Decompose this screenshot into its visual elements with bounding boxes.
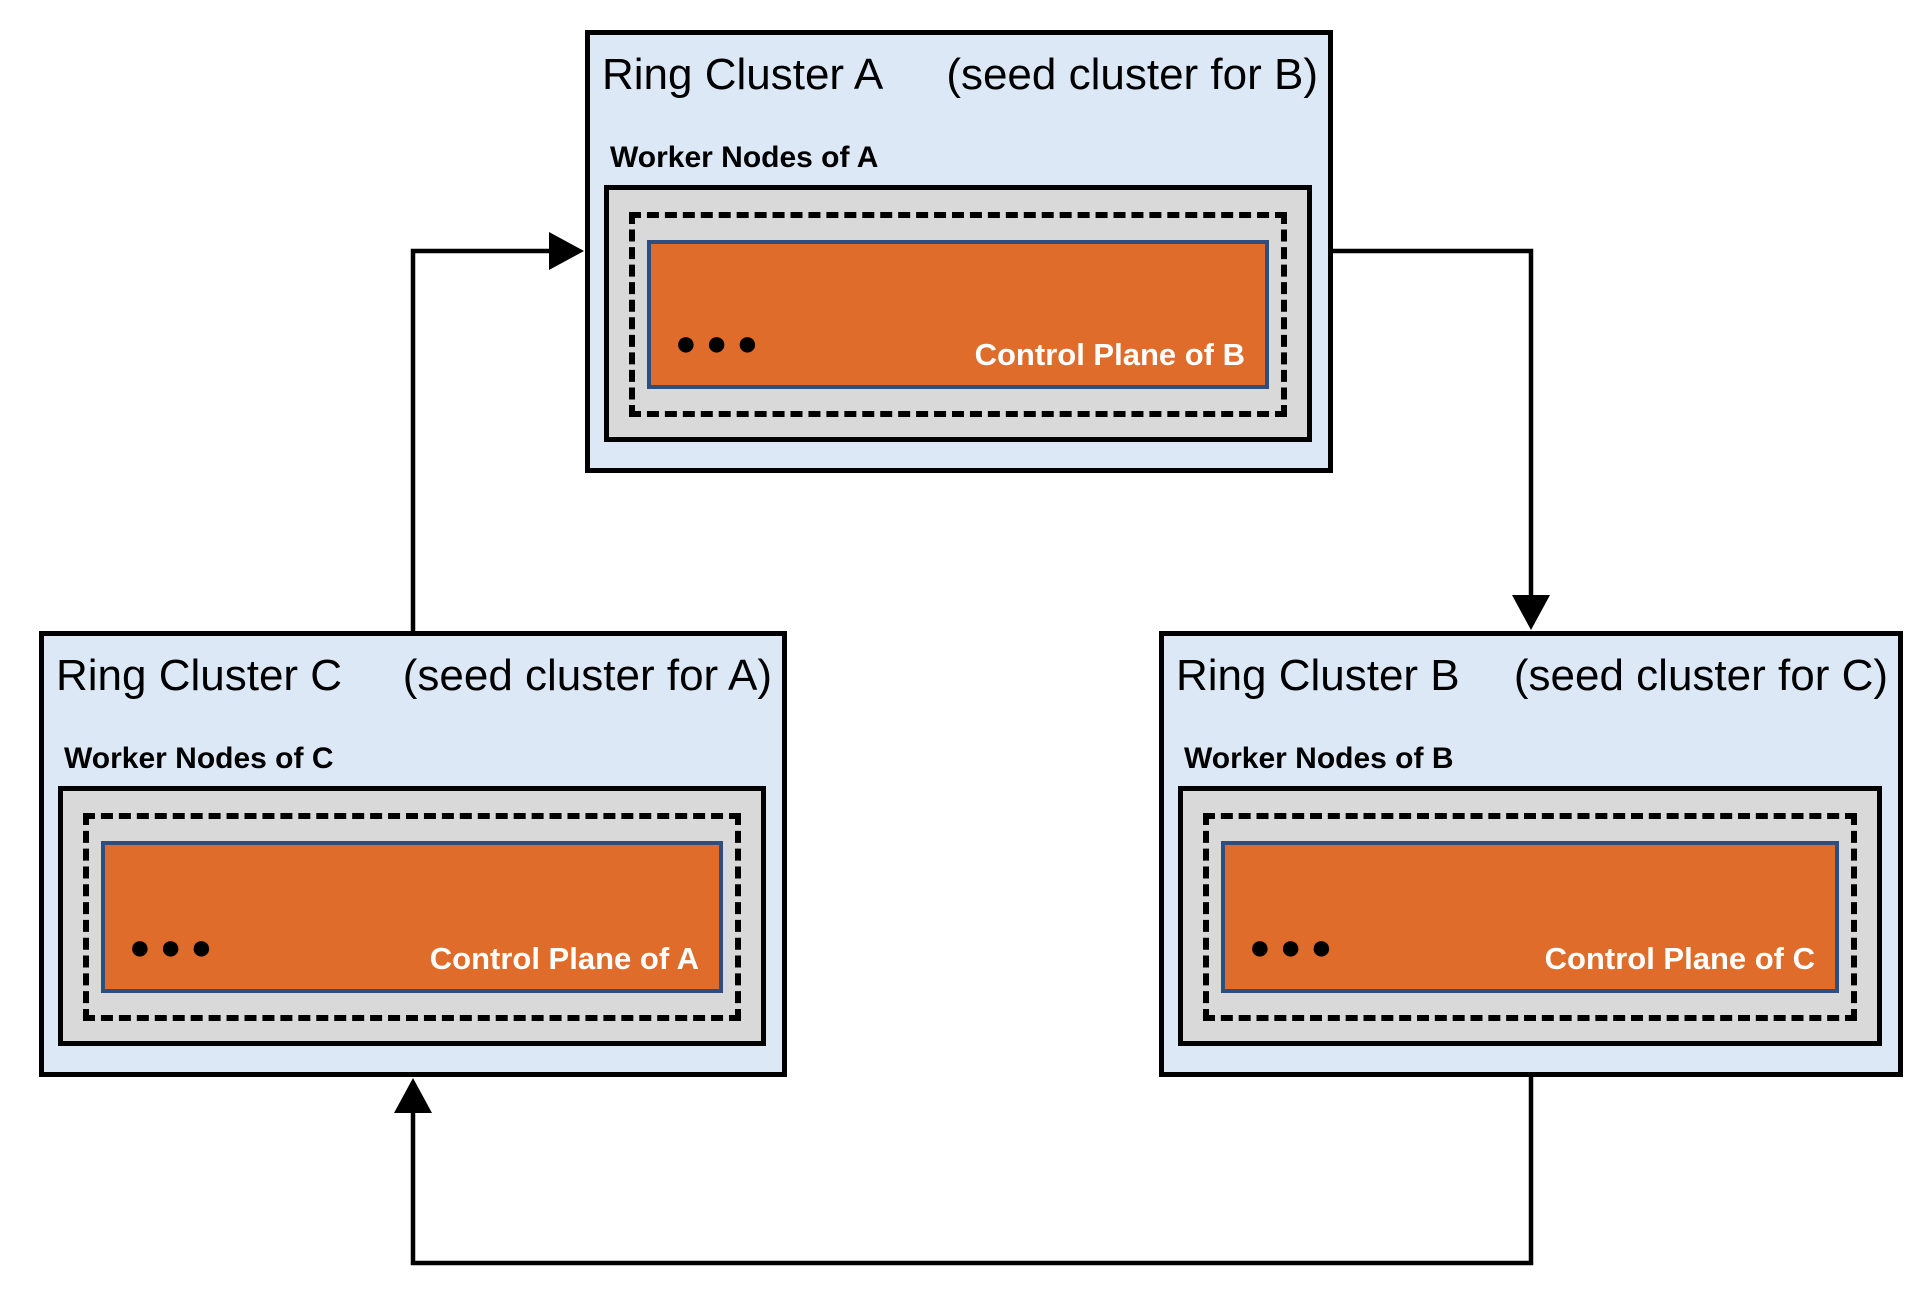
ellipsis-dots-icon: ●●● xyxy=(675,322,768,363)
cluster-title-row: Ring Cluster B (seed cluster for C) xyxy=(1176,650,1888,703)
connector-b-to-c xyxy=(394,1077,1534,1266)
cluster-title-row: Ring Cluster C (seed cluster for A) xyxy=(56,650,772,703)
worker-nodes-label: Worker Nodes of C xyxy=(64,742,334,775)
worker-nodes-dashed-border: ●●● Control Plane of B xyxy=(629,212,1287,417)
ring-cluster-b: Ring Cluster B (seed cluster for C) Work… xyxy=(1159,631,1903,1077)
arrowhead-down-icon xyxy=(1512,595,1550,630)
cluster-title: Ring Cluster B xyxy=(1176,651,1460,700)
control-plane-label: Control Plane of B xyxy=(974,337,1245,373)
ellipsis-dots-icon: ●●● xyxy=(129,926,222,967)
ring-cluster-a: Ring Cluster A (seed cluster for B) Work… xyxy=(585,30,1333,473)
cluster-title-row: Ring Cluster A (seed cluster for B) xyxy=(602,49,1318,102)
connector-c-to-a xyxy=(410,232,584,631)
control-plane-box: ●●● Control Plane of A xyxy=(101,841,723,993)
cluster-title: Ring Cluster C xyxy=(56,651,343,700)
ellipsis-dots-icon: ●●● xyxy=(1249,926,1342,967)
control-plane-label: Control Plane of A xyxy=(429,941,699,977)
worker-nodes-label: Worker Nodes of A xyxy=(610,141,879,174)
cluster-title: Ring Cluster A xyxy=(602,50,884,99)
worker-nodes-box: ●●● Control Plane of A xyxy=(58,786,766,1046)
worker-nodes-box: ●●● Control Plane of B xyxy=(604,185,1312,442)
worker-nodes-label: Worker Nodes of B xyxy=(1184,742,1454,775)
cluster-seed-label: (seed cluster for B) xyxy=(946,50,1318,99)
cluster-seed-label: (seed cluster for A) xyxy=(402,651,772,700)
arrowhead-up-icon xyxy=(394,1078,432,1113)
worker-nodes-box: ●●● Control Plane of C xyxy=(1178,786,1882,1046)
arrowhead-right-icon xyxy=(549,232,584,270)
ring-cluster-c: Ring Cluster C (seed cluster for A) Work… xyxy=(39,631,787,1077)
control-plane-label: Control Plane of C xyxy=(1544,941,1815,977)
control-plane-box: ●●● Control Plane of C xyxy=(1221,841,1839,993)
worker-nodes-dashed-border: ●●● Control Plane of C xyxy=(1203,813,1857,1021)
control-plane-box: ●●● Control Plane of B xyxy=(647,240,1269,389)
cluster-seed-label: (seed cluster for C) xyxy=(1513,651,1888,700)
connector-a-to-b xyxy=(1333,248,1550,630)
worker-nodes-dashed-border: ●●● Control Plane of A xyxy=(83,813,741,1021)
